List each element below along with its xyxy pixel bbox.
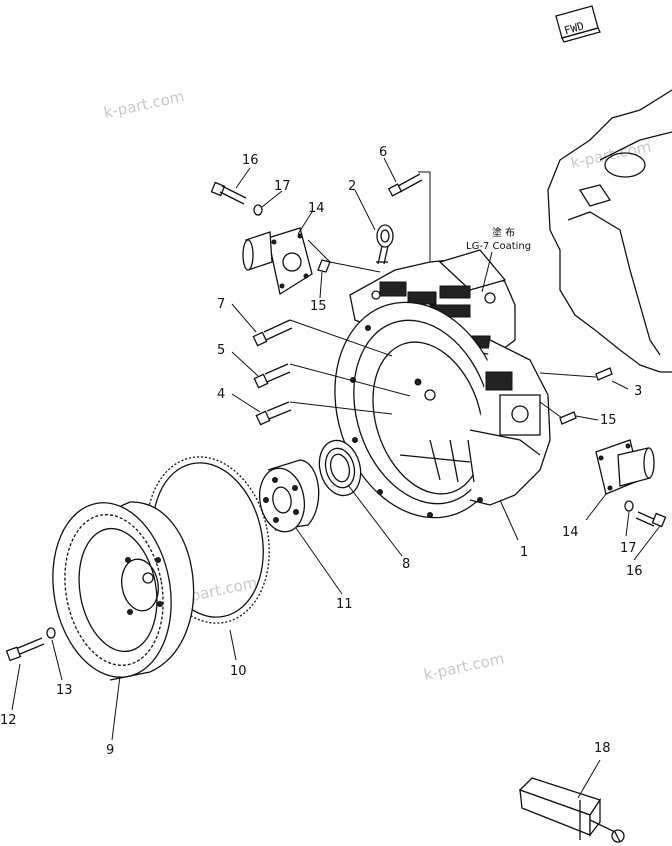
coating-note-kanji: 塗 布: [492, 226, 515, 239]
flange-plate-14-lower: [595, 439, 655, 495]
callout-numbers: 1 2 3 4 5 6 7 8 9 10 11 12 13 14 14 15 1…: [0, 145, 643, 758]
callout-14-upper: 14: [308, 201, 325, 216]
flange-plate-14-upper: [242, 227, 313, 296]
callout-14-lower: 14: [562, 525, 579, 540]
callout-17-lower: 17: [620, 541, 637, 556]
callout-5: 5: [217, 343, 225, 358]
bolt-16-upper: [210, 181, 247, 205]
flywheel-spacer: [258, 459, 320, 533]
washer-17-upper: [253, 204, 263, 216]
coating-note: 塗 布 LG-7 Coating: [466, 226, 531, 252]
bolt-7: [252, 319, 293, 347]
bolt-12: [5, 637, 45, 662]
callout-13: 13: [56, 683, 73, 698]
washer-17-lower: [624, 500, 634, 512]
callout-6: 6: [379, 145, 387, 160]
oil-seal: [318, 439, 362, 497]
callout-11: 11: [336, 597, 353, 612]
coating-note-text: LG-7 Coating: [466, 241, 531, 252]
callout-18: 18: [594, 741, 611, 756]
bolt-6: [387, 173, 423, 197]
fwd-label: FWD: [563, 19, 586, 37]
callout-4: 4: [217, 387, 225, 402]
dowel-pin-15-upper: [317, 259, 331, 273]
leader-lines: [11, 157, 661, 799]
dowel-pin-3: [595, 367, 613, 381]
callout-7: 7: [217, 297, 225, 312]
eye-bolt: [376, 224, 394, 265]
callout-3: 3: [634, 384, 642, 399]
bolt-5: [253, 363, 291, 389]
flywheel-housing: [334, 249, 551, 519]
callout-8: 8: [402, 557, 410, 572]
washer-13: [46, 627, 56, 639]
puller-tool: [518, 777, 625, 843]
forward-direction-badge: FWD: [555, 5, 601, 43]
callout-1: 1: [520, 545, 528, 560]
callout-10: 10: [230, 664, 247, 679]
watermark: k-part.com: [102, 87, 186, 122]
watermark: k-part.com: [422, 649, 506, 684]
flywheel: [52, 501, 195, 681]
callout-12: 12: [0, 713, 17, 728]
callout-17-upper: 17: [274, 179, 291, 194]
callout-2: 2: [348, 179, 356, 194]
callout-15-lower: 15: [600, 413, 617, 428]
callout-15-upper: 15: [310, 299, 327, 314]
dowel-pin-15-lower: [559, 411, 577, 425]
bolt-16-lower: [635, 511, 667, 528]
callout-9: 9: [106, 743, 114, 758]
engine-block: [547, 89, 672, 373]
callout-16-upper: 16: [242, 153, 259, 168]
bolt-4: [255, 401, 292, 426]
callout-16-lower: 16: [626, 564, 643, 579]
